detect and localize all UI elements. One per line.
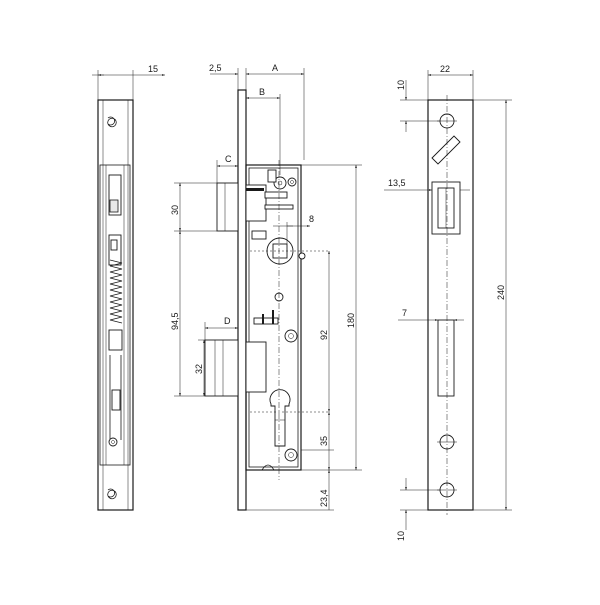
latch: [216, 182, 239, 232]
front-plate: [237, 89, 247, 511]
dim-latch-to-bolt: 94,5: [170, 312, 180, 330]
dim-plate-width: 22: [440, 64, 450, 74]
dim-bolt-height: 32: [194, 364, 204, 374]
dim-square-size: 8: [309, 214, 314, 224]
side-screw: [108, 437, 118, 447]
lock-case: [245, 164, 302, 471]
case-screw-mid: [284, 329, 298, 343]
dim-latch-height: 30: [170, 205, 180, 215]
dim-latch-slot-width: 13,5: [388, 178, 406, 188]
deadbolt: [204, 339, 239, 397]
dim-backset: A: [272, 63, 278, 73]
dim-latch-offset: B: [259, 87, 265, 97]
strike-plate: [427, 99, 474, 511]
dim-plate-top-margin: 10: [396, 80, 406, 90]
dim-bolt-projection: D: [224, 316, 231, 326]
dim-total-height: 180: [346, 313, 356, 328]
dim-cylinder-height: 35: [319, 436, 329, 446]
dim-bolt-slot-width: 7: [402, 308, 407, 318]
side-case: [99, 164, 131, 466]
dim-latch-projection: C: [225, 154, 232, 164]
side-top-screw-slot: [107, 116, 117, 128]
side-faceplate: [97, 99, 134, 511]
dim-side-width: 15: [148, 64, 158, 74]
latch-pivot: [273, 176, 287, 190]
strike-bolt-slot: [437, 319, 455, 397]
dim-cylinder-bottom: 23,4: [319, 489, 329, 507]
dim-plate-bottom-margin: 10: [396, 531, 406, 541]
spring: [109, 259, 123, 324]
dim-plate-height: 240: [496, 285, 506, 300]
dim-front-offset: 2,5: [209, 63, 222, 73]
dim-axis-distance: 92: [319, 330, 329, 340]
side-bottom-screw-slot: [107, 488, 117, 500]
strike-diagonal-slot: [431, 135, 461, 165]
cylinder-hole: [269, 389, 291, 447]
strike-plate-view: 22 10 13,5 7 240 10: [384, 64, 512, 541]
case-screw-bottom: [284, 448, 298, 462]
side-view: 15: [92, 64, 165, 511]
front-view: 2,5 A B C D 30 94,5 32 8: [170, 63, 362, 511]
